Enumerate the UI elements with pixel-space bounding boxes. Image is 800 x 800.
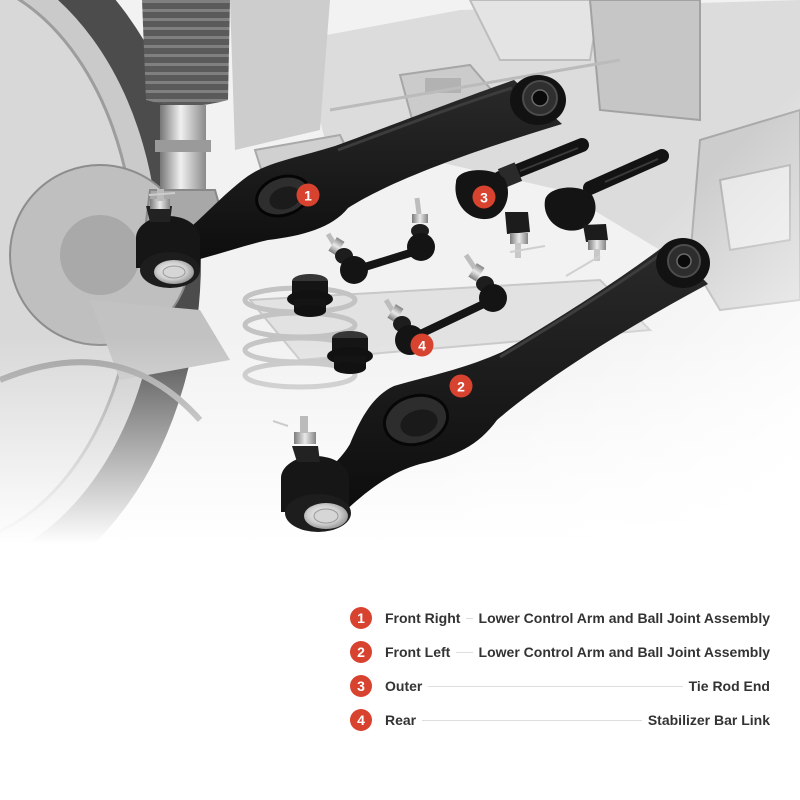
callout-number: 2 <box>457 379 465 395</box>
legend-row: 1 Front Right Lower Control Arm and Ball… <box>350 601 770 635</box>
callout-badge-1: 1 <box>296 183 320 207</box>
legend-row: 2 Front Left Lower Control Arm and Ball … <box>350 635 770 669</box>
legend-row: 3 Outer Tie Rod End <box>350 669 770 703</box>
rear-bushing-eye <box>510 75 566 125</box>
legend-leader-line <box>466 617 473 619</box>
legend-position-label: Rear <box>385 712 417 728</box>
ball-joint <box>136 189 200 288</box>
callout-badge-4: 4 <box>410 333 434 357</box>
legend-number-badge: 1 <box>350 607 372 629</box>
front-right-control-arm <box>136 75 566 288</box>
legend-position-label: Front Right <box>385 610 461 626</box>
legend-leader-line <box>456 651 473 653</box>
legend-leader-line <box>428 685 683 687</box>
bushing <box>327 331 373 374</box>
legend-part-name: Lower Control Arm and Ball Joint Assembl… <box>478 610 770 626</box>
parts-legend: 1 Front Right Lower Control Arm and Ball… <box>350 601 770 737</box>
callout-number: 3 <box>480 190 488 206</box>
callout-badge-3: 3 <box>472 185 496 209</box>
tie-rod-end-right <box>544 149 669 277</box>
legend-leader-line <box>422 719 642 721</box>
legend-part-name: Lower Control Arm and Ball Joint Assembl… <box>478 644 770 660</box>
callout-number: 1 <box>304 188 312 204</box>
stabilizer-bar-links <box>287 197 507 374</box>
ball-joint <box>272 416 351 532</box>
legend-position-label: Outer <box>385 678 423 694</box>
callout-number: 4 <box>418 338 426 354</box>
tie-rod-ends <box>455 138 669 277</box>
legend-number-badge: 3 <box>350 675 372 697</box>
rear-bushing-eye <box>656 238 710 288</box>
legend-position-label: Front Left <box>385 644 451 660</box>
callout-badge-2: 2 <box>449 374 473 398</box>
legend-number-badge: 2 <box>350 641 372 663</box>
legend-row: 4 Rear Stabilizer Bar Link <box>350 703 770 737</box>
front-left-control-arm <box>272 238 710 532</box>
bushing <box>287 274 333 317</box>
legend-number-badge: 4 <box>350 709 372 731</box>
legend-part-name: Tie Rod End <box>688 678 770 694</box>
stabilizer-link-upper <box>325 197 435 284</box>
legend-part-name: Stabilizer Bar Link <box>647 712 770 728</box>
